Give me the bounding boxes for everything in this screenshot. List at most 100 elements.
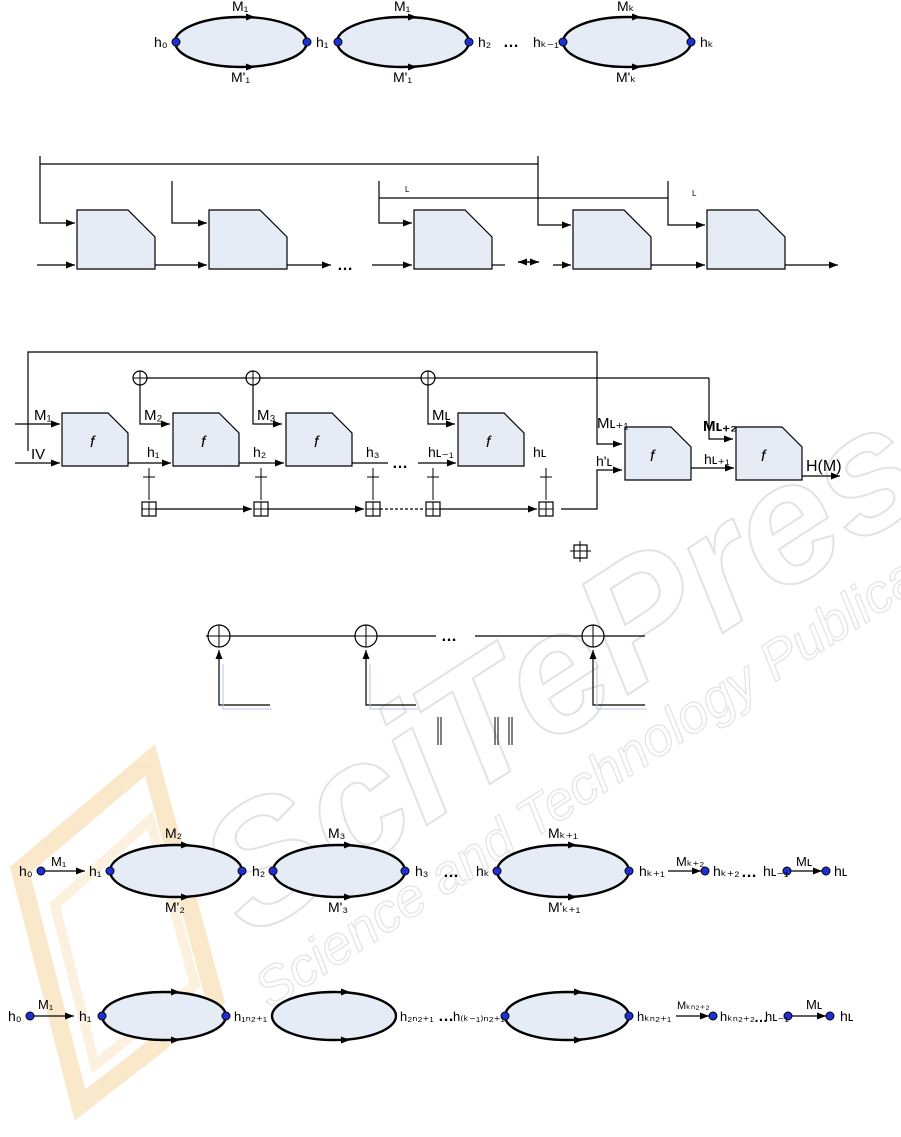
figure-2-feedback-construction: L L … [37,156,838,274]
figure-1-multicollision-chain: h₀ h₁ h₁ h₂ hₖ₋₁ hₖ … M₁ M₁ Mₖ M'₁ M'₁ M… [154,0,714,85]
collision-pair [271,843,407,899]
compression-block [706,209,786,270]
arrow-message-label: Mʟ [796,854,812,869]
message-input-label: Mʟ₊₁ [597,415,629,432]
compression-block-f: f [457,412,525,467]
loop-label: L [405,185,410,194]
node-label: h₁ₙ₂₊₁ [234,1009,268,1024]
compression-block-f: f [172,412,240,467]
chain-node [97,1011,107,1021]
chain-node [400,866,410,876]
chain-node [708,1011,718,1021]
chain-value-label: hʟ₋₁ [428,444,454,460]
compression-block-f: f [61,412,129,467]
chain-value-label: hʟ₊₁ [704,451,730,467]
chain-node [492,866,502,876]
top-message-label: M₂ [165,825,182,841]
compression-block [76,209,156,270]
collision-block [270,990,398,1042]
node-label: hʟ [840,1008,854,1024]
compression-block [208,209,288,270]
chain-node [171,37,181,47]
chain-node [268,866,278,876]
chain-label: h₂ [478,34,491,50]
top-message-label: M₃ [328,825,345,841]
arrow-message-label: Mₖₙ₂₊₂ [677,1000,710,1012]
top-message-label: Mₖ₊₁ [548,825,578,841]
svg-text:f: f [90,434,96,451]
node-label: hₖₙ₂₊₁ [637,1009,672,1024]
chain-node [624,866,634,876]
collision-block [100,990,228,1042]
chain-label: h₀ [154,34,168,50]
message-input-label: Mʟ₊₂ [703,418,737,435]
arrow-message-label: M₁ [38,997,54,1012]
compression-block-f: f [624,426,692,481]
message-input-label: M₂ [144,407,162,424]
bottom-message-label: M'₃ [328,899,348,915]
chain-label: hₖ [700,34,714,50]
iv-label: IV [31,446,45,463]
top-message-label: M₁ [232,0,249,14]
collision-pair-k [561,15,693,69]
svg-text:f: f [761,448,767,465]
arrow-message-label: Mʟ [806,997,822,1012]
node-label: hʟ₋₁ [765,1009,789,1024]
chain-value-label: h'ʟ [596,453,612,469]
bottom-message-label: M'₁ [231,69,250,85]
ellipsis: … [337,257,353,274]
chain-node [36,866,46,876]
ellipsis: … [392,455,408,472]
modular-adder [538,501,554,517]
collision-pair-1 [173,15,309,69]
adder-legend-symbol [570,541,591,562]
svg-text:f: f [486,434,492,451]
svg-text:f: f [201,434,207,451]
chain-node [333,37,343,47]
node-label: hₖ₊₂ [713,863,740,879]
node-label: hʟ [834,863,848,879]
message-input-label: M₃ [257,407,276,424]
modular-adder [425,501,441,517]
message-input-label: M₁ [34,407,52,424]
chain-value-label: h₃ [366,444,380,460]
svg-text:f: f [314,434,320,451]
node-label: h₍ₖ₋₁₎ₙ₂₊₁ [453,1009,505,1024]
chain-value-label: h₁ [147,444,160,460]
ellipsis: … [443,864,459,881]
collision-pair-2 [335,15,471,69]
modular-adder [141,501,157,517]
chain-node [25,1011,35,1021]
chain-node [302,37,312,47]
compression-block [413,209,493,270]
node-label: h₀ [8,1008,22,1024]
chain-node [821,866,831,876]
arrow-message-label: Mₖ₊₂ [676,854,704,869]
top-message-label: Mₖ [617,0,635,14]
chain-node [686,37,696,47]
chain-node [221,1011,231,1021]
ellipsis: … [741,864,757,881]
scitepress-logo-emblem [9,743,226,1121]
chain-node [825,1011,835,1021]
arrow-message-label: M₁ [51,854,67,869]
node-label: h₀ [19,863,33,879]
node-label: hₖₙ₂₊₂ [720,1009,755,1024]
svg-text:f: f [650,448,656,465]
top-message-label: M₁ [394,0,411,14]
node-label: h₃ [415,863,429,879]
loop-label: L [692,189,697,198]
collision-pair [108,843,244,899]
compression-block-f: f [735,426,803,481]
modular-adder [253,501,269,517]
chain-label: hₖ₋₁ [533,34,559,50]
node-label: h₂ [252,863,265,879]
chain-node [105,866,115,876]
node-label: hₖ [476,863,490,879]
node-label: hₖ₊₁ [639,863,665,879]
hash-output-label: H(M) [806,458,842,475]
node-label: h₁ [89,863,102,879]
node-label: h₂ₙ₂₊₁ [400,1009,434,1024]
collision-pair [495,843,631,899]
